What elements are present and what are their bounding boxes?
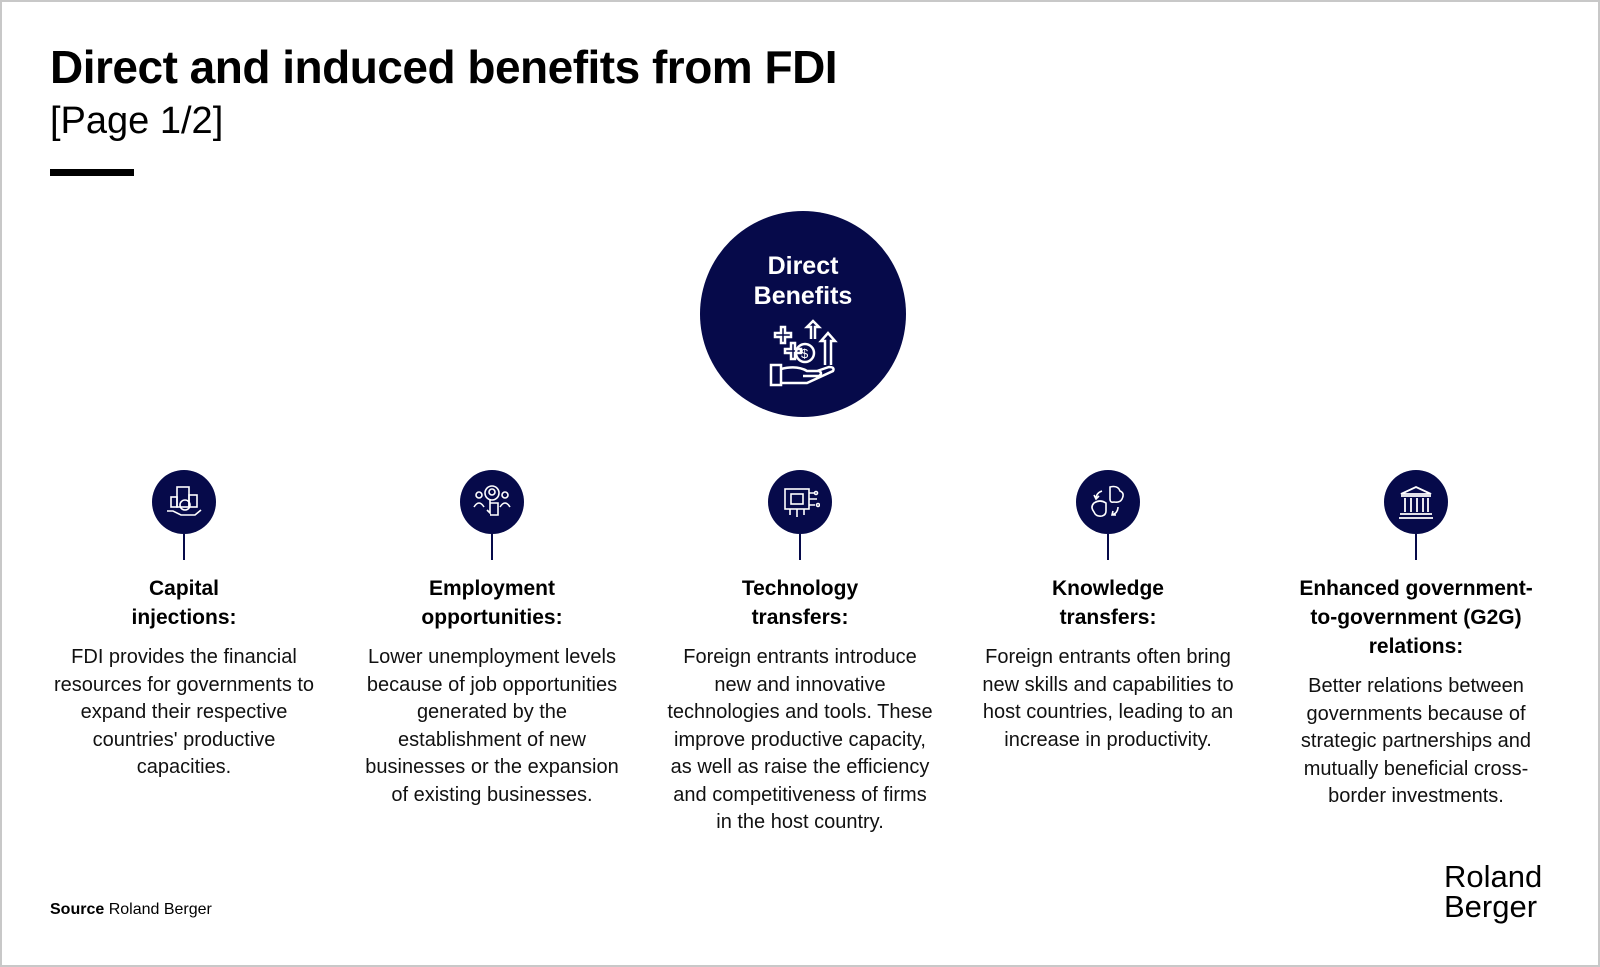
hand-money-growth-icon: $ [769, 319, 838, 387]
page-subtitle: [Page 1/2] [50, 100, 224, 142]
technology-chip-icon [768, 470, 832, 534]
connector-line [183, 534, 185, 560]
benefit-knowledge-transfers: Knowledge transfers: Foreign entrants of… [973, 470, 1243, 754]
benefit-heading: Capital injections: [131, 577, 237, 629]
connector-line [799, 534, 801, 560]
benefit-employment-opportunities: Employment opportunities: Lower unemploy… [357, 470, 627, 809]
source-value: Roland Berger [108, 901, 212, 918]
hub-label-line1: Direct [767, 252, 839, 280]
benefit-heading: Knowledge transfers: [1051, 577, 1164, 629]
government-building-icon [1384, 470, 1448, 534]
connector-line [491, 534, 493, 560]
benefit-description: Foreign entrants often bring new skills … [982, 646, 1234, 751]
benefit-capital-injections: Capital injections: FDI provides the fin… [49, 470, 319, 782]
connector-line [1107, 534, 1109, 560]
logo-line2: Berger [1444, 889, 1538, 924]
benefit-technology-transfers: Technology transfers: Foreign entrants i… [665, 470, 935, 837]
benefit-description: Better relations between governments bec… [1300, 675, 1532, 807]
logo-line1: Roland [1444, 859, 1543, 894]
svg-text:$: $ [801, 346, 809, 361]
benefit-description: FDI provides the financial resources for… [53, 646, 315, 778]
employment-people-icon [460, 470, 524, 534]
page-title: Direct and induced benefits from FDI [50, 41, 838, 93]
source-note: Source Roland Berger [50, 901, 212, 919]
connector-line [1415, 534, 1417, 560]
benefit-g2g-relations: Enhanced government-to-government (G2G) … [1281, 470, 1551, 811]
capital-building-hand-icon [152, 470, 216, 534]
benefit-heading: Employment opportunities: [421, 577, 563, 629]
benefit-heading: Enhanced government-to-government (G2G) … [1299, 577, 1533, 658]
hub-label-line2: Benefits [753, 282, 853, 310]
benefit-description: Lower unemployment levels because of job… [365, 646, 619, 806]
title-underline [50, 169, 134, 176]
benefit-description: Foreign entrants introduce new and innov… [667, 646, 933, 833]
source-label: Source [50, 901, 105, 918]
knowledge-brain-icon [1076, 470, 1140, 534]
benefit-heading: Technology transfers: [741, 577, 859, 629]
